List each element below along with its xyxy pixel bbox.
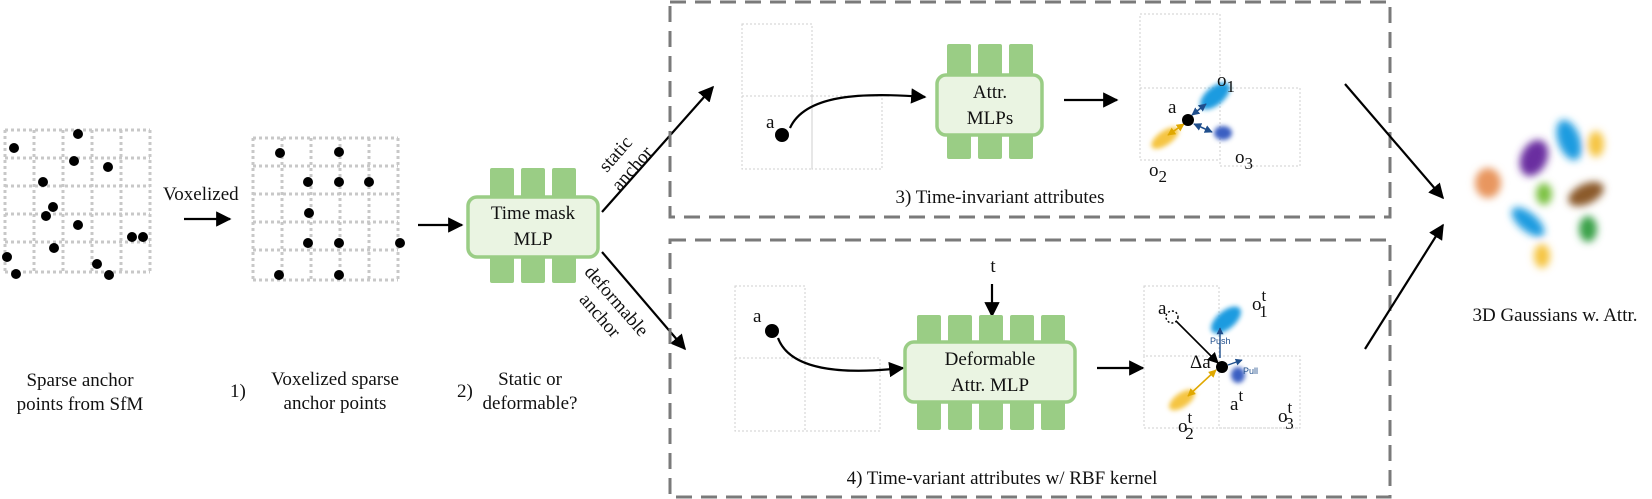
input-caption-line1: Sparse anchor xyxy=(26,370,134,391)
output-caption: 3D Gaussians w. Attr. xyxy=(1472,305,1637,326)
pull-label: Pull xyxy=(1243,366,1258,376)
static-offset-arrows xyxy=(1167,103,1213,136)
attr-mlps xyxy=(935,44,1044,159)
static-o1-label: o1 xyxy=(1217,70,1235,96)
deform-at-label: at xyxy=(1230,386,1243,415)
sparse-anchor-points xyxy=(2,129,148,280)
output-gaussians xyxy=(1475,119,1604,268)
sparse-anchor-grid xyxy=(3,128,152,274)
delta-arrow xyxy=(1175,320,1219,364)
deform-voxel-cells xyxy=(734,285,881,432)
static-gaussian-anchor xyxy=(1182,114,1194,126)
arrow-static-to-output xyxy=(1344,83,1445,200)
voxelized-caption-num: 1) xyxy=(230,381,246,402)
time-mask-label-line1: Time mask xyxy=(491,203,576,224)
attr-mlps-label-line1: Attr. xyxy=(973,82,1007,103)
voxel-grid xyxy=(251,136,400,282)
delta-a-label: Δa xyxy=(1190,352,1211,373)
deform-moved-anchor xyxy=(1216,361,1228,373)
static-panel-box xyxy=(668,0,1392,219)
static-voxel-cells xyxy=(741,23,883,170)
deform-anchor-point xyxy=(765,324,779,338)
voxelized-caption-line1: Voxelized sparse xyxy=(271,369,399,390)
deform-panel-caption: 4) Time-variant attributes w/ RBF kernel xyxy=(847,468,1158,489)
static-anchor-label-a: a xyxy=(766,112,775,133)
deformable-attr-mlp xyxy=(903,315,1077,430)
static-panel-caption: 3) Time-invariant attributes xyxy=(896,187,1105,208)
deform-offset-arrows xyxy=(1187,327,1243,397)
time-mask-label-line2: MLP xyxy=(513,229,552,250)
time-input-label: t xyxy=(990,256,996,277)
voxelized-anchor-points xyxy=(274,147,405,280)
deform-gaussian-cells xyxy=(1143,285,1301,429)
deformable-mlp-label-line1: Deformable xyxy=(945,349,1036,370)
time-mask-caption-line2: deformable? xyxy=(483,393,578,414)
deform-panel-box xyxy=(668,238,1392,499)
deformable-mlp-label-line2: Attr. MLP xyxy=(951,375,1029,396)
deform-anchor-label-a: a xyxy=(753,306,762,327)
static-gaussian-anchor-label: a xyxy=(1168,97,1177,118)
static-anchor-label: static anchor xyxy=(595,132,658,195)
static-o3-label: o3 xyxy=(1235,147,1253,173)
voxelized-arrow-label: Voxelized xyxy=(163,184,239,205)
deform-gaussian-anchor-label: a xyxy=(1158,298,1167,319)
deform-original-anchor xyxy=(1165,310,1179,324)
deformable-anchor-label: deformable anchor xyxy=(575,262,653,343)
time-mask-caption-num: 2) xyxy=(457,381,473,402)
arrow-deform-to-output xyxy=(1364,223,1444,350)
time-mask-caption-line1: Static or xyxy=(498,369,563,390)
static-anchor-point xyxy=(775,128,789,142)
static-o2-label: o2 xyxy=(1149,160,1167,186)
time-mask-mlp xyxy=(466,168,600,283)
push-label: Push xyxy=(1210,336,1231,346)
arrow-static-to-mlp xyxy=(788,88,927,129)
arrow-deform-to-mlp xyxy=(776,337,905,378)
static-gaussian-cells xyxy=(1139,13,1301,167)
input-caption-line2: points from SfM xyxy=(17,394,144,415)
arrow-static-branch xyxy=(601,85,715,213)
voxelized-caption-line2: anchor points xyxy=(284,393,387,414)
attr-mlps-label-line2: MLPs xyxy=(967,108,1013,129)
